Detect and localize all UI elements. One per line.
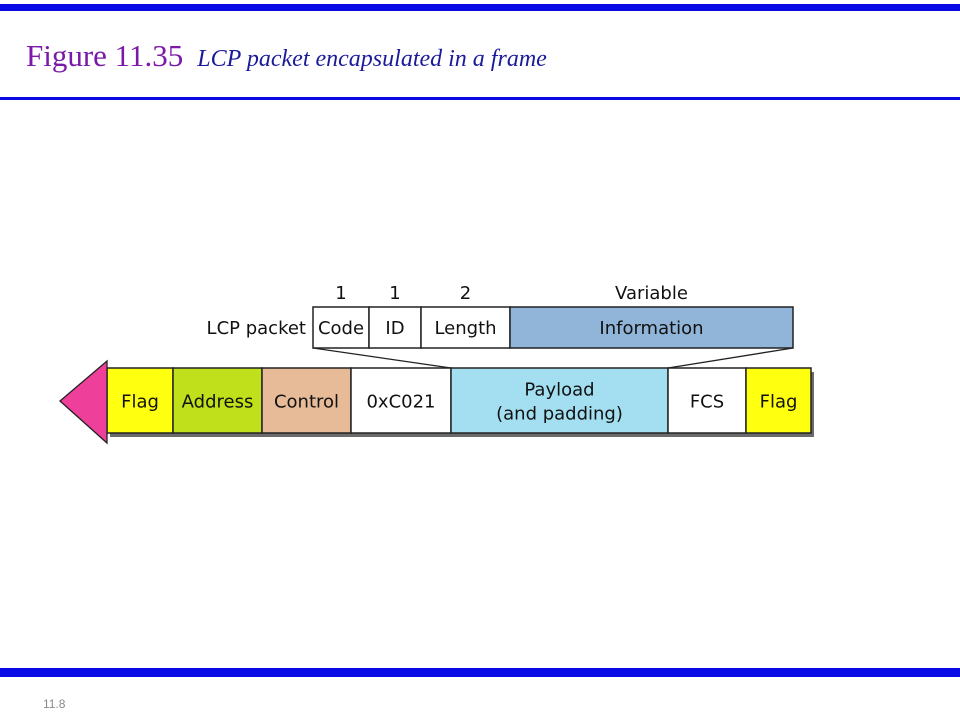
frame-direction-arrow <box>59 359 108 445</box>
frame-field-flag-line-0: Flag <box>760 392 798 413</box>
lcp-field-code-size: 1 <box>335 283 346 304</box>
frame-field-flag-box <box>745 367 812 434</box>
slide-page-number: 11.8 <box>43 697 66 711</box>
title-rule <box>0 97 960 100</box>
lcp-field-information-label: Information <box>599 318 703 339</box>
slide-title: Figure 11.35 LCP packet encapsulated in a… <box>26 38 547 74</box>
ppp-frame: Flag Address Control 0xC021 Payload (and padd… <box>59 347 814 445</box>
frame-field-flag-line-0: Flag <box>121 392 159 413</box>
frame-field-0xc021-box <box>350 367 452 434</box>
frame-field-payload-and-padding-line-1: (and padding) <box>496 404 623 425</box>
top-accent-bar <box>0 4 960 11</box>
frame-field-payload-and-padding-line-0: Payload <box>524 380 594 401</box>
frame-field-0xc021-line-0: 0xC021 <box>366 392 435 413</box>
lcp-field-id-size: 1 <box>389 283 400 304</box>
encapsulation-line-right <box>667 347 794 369</box>
lcp-field-length-box <box>420 306 511 349</box>
lcp-field-length-label: Length <box>434 318 496 339</box>
lcp-field-information-box <box>509 306 794 349</box>
lcp-field-length-size: 2 <box>460 283 471 304</box>
lcp-field-code-label: Code <box>318 318 364 339</box>
figure-caption: LCP packet encapsulated in a frame <box>197 46 547 72</box>
frame-field-control-box <box>261 367 352 434</box>
bottom-accent-bar <box>0 668 960 677</box>
figure-number: Figure 11.35 <box>26 38 184 73</box>
frame-field-address-line-0: Address <box>182 392 254 413</box>
lcp-packet-label: LCP packet <box>207 318 306 339</box>
lcp-field-id-box <box>368 306 422 349</box>
encapsulation-line-left <box>312 347 452 369</box>
lcp-field-id-label: ID <box>385 318 404 339</box>
frame-field-payload-and-padding-box <box>450 367 669 434</box>
frame-field-fcs-line-0: FCS <box>690 392 724 413</box>
lcp-field-information-size: Variable <box>615 283 688 304</box>
frame-field-control-line-0: Control <box>274 392 339 413</box>
